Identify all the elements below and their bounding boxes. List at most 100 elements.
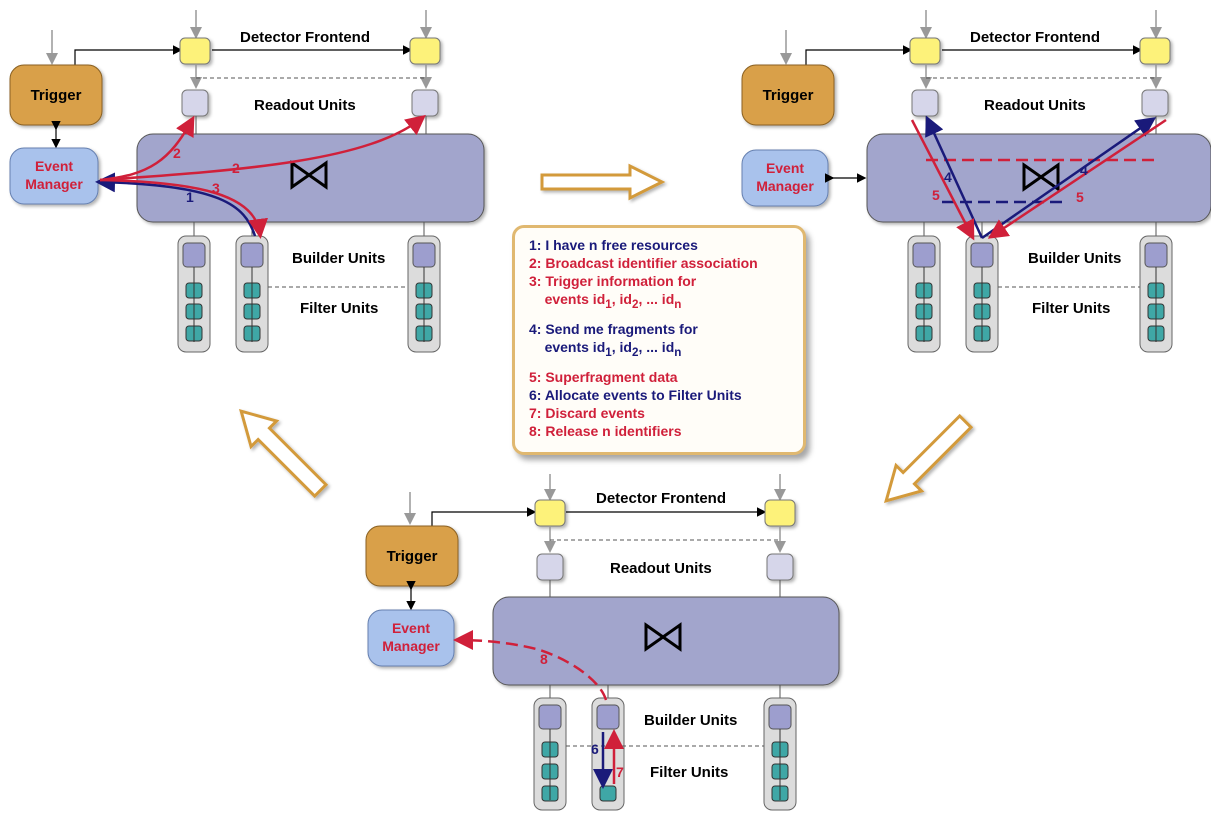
step-label: 8 bbox=[540, 651, 548, 667]
step-label: 3 bbox=[212, 180, 220, 196]
frontend-box bbox=[909, 37, 941, 65]
builder-unit bbox=[240, 242, 264, 268]
legend-subscript: 2 bbox=[631, 297, 639, 311]
frontend-box bbox=[534, 499, 566, 527]
flow-4 bbox=[981, 117, 1157, 240]
step-label: 7 bbox=[616, 764, 624, 780]
frontend-box bbox=[1139, 37, 1171, 65]
legend-item-text: events id bbox=[544, 291, 606, 307]
legend-subscript: n bbox=[674, 345, 682, 359]
legend-item-text: , id bbox=[611, 338, 632, 355]
legend-item-text: , ... id bbox=[638, 338, 675, 355]
builder-filter-column bbox=[1139, 235, 1173, 353]
builder-unit bbox=[596, 704, 620, 730]
flow-5 bbox=[910, 119, 975, 241]
frontend-box bbox=[179, 37, 211, 65]
step-label: 5 bbox=[932, 187, 940, 203]
trigger-box bbox=[741, 64, 835, 126]
filter-unit bbox=[599, 785, 617, 802]
legend-subscript: 2 bbox=[631, 345, 639, 359]
legend-item: 4: Send me fragments for bbox=[529, 320, 698, 337]
builder-unit bbox=[412, 242, 436, 268]
readout-unit bbox=[766, 553, 794, 581]
readout-units-label: Readout Units bbox=[610, 560, 712, 577]
event-manager-label: Event bbox=[766, 160, 804, 176]
trigger-label: Trigger bbox=[387, 548, 438, 565]
step-label: 4 bbox=[1080, 162, 1088, 178]
builder-unit bbox=[182, 242, 206, 268]
builder-unit bbox=[768, 704, 792, 730]
filter-units-label: Filter Units bbox=[300, 300, 378, 317]
flow-5 bbox=[987, 118, 1167, 239]
frontend-box bbox=[764, 499, 796, 527]
readout-unit bbox=[536, 553, 564, 581]
step-label: 4 bbox=[944, 169, 952, 185]
legend-item: 1: I have n free resources bbox=[529, 237, 698, 253]
switch-icon bbox=[644, 622, 682, 652]
flow-8 bbox=[453, 630, 608, 701]
legend-subscript: 1 bbox=[605, 345, 612, 359]
builder-units-label: Builder Units bbox=[292, 250, 385, 267]
transition-arrow-down-left bbox=[883, 413, 974, 504]
trigger-label: Trigger bbox=[763, 87, 814, 104]
readout-units-label: Readout Units bbox=[254, 97, 356, 114]
legend-item: 8: Release n identifiers bbox=[529, 422, 682, 439]
transition-arrow-up-left bbox=[238, 408, 329, 499]
flow-2 bbox=[99, 114, 426, 182]
builder-units-label: Builder Units bbox=[1028, 250, 1121, 267]
switch-network bbox=[492, 596, 840, 686]
switch-icon bbox=[1022, 162, 1060, 192]
builder-filter-column bbox=[591, 697, 625, 811]
legend-item-text: , ... id bbox=[638, 291, 675, 307]
builder-filter-column bbox=[235, 235, 269, 353]
builder-unit bbox=[970, 242, 994, 268]
event-manager-label: Event bbox=[35, 158, 73, 174]
builder-unit bbox=[912, 242, 936, 268]
filter-units-label: Filter Units bbox=[1032, 300, 1110, 317]
step-label: 1 bbox=[186, 189, 194, 205]
readout-units-label: Readout Units bbox=[984, 97, 1086, 114]
filter-units-label: Filter Units bbox=[650, 764, 728, 781]
readout-unit bbox=[1141, 89, 1169, 117]
readout-unit bbox=[181, 89, 209, 117]
step-label: 2 bbox=[173, 145, 181, 161]
event-manager-label: Event bbox=[392, 620, 430, 636]
step-label: 5 bbox=[1076, 189, 1084, 205]
builder-filter-column bbox=[177, 235, 211, 353]
switch-network bbox=[136, 133, 485, 223]
builder-filter-column bbox=[407, 235, 441, 353]
legend-item: events id1, id2, ... idn bbox=[529, 338, 803, 362]
event-manager-label: Manager bbox=[25, 176, 83, 192]
step-label: 6 bbox=[591, 741, 599, 757]
readout-unit bbox=[911, 89, 939, 117]
frontend-box bbox=[409, 37, 441, 65]
legend-item-text: events id bbox=[544, 338, 606, 355]
legend-item: 6: Allocate events to Filter Units bbox=[529, 386, 742, 403]
legend-subscript: n bbox=[674, 297, 682, 311]
transition-arrow-right bbox=[540, 163, 666, 201]
builder-unit bbox=[1144, 242, 1168, 268]
legend-subscript: 1 bbox=[605, 297, 612, 311]
panel-top-left: Detector Frontend Readout Units Trigger … bbox=[9, 10, 485, 353]
builder-filter-column bbox=[763, 697, 797, 811]
legend-item: 7: Discard events bbox=[529, 404, 645, 421]
readout-unit bbox=[411, 89, 439, 117]
builder-filter-column bbox=[533, 697, 567, 811]
detector-frontend-label: Detector Frontend bbox=[596, 490, 726, 507]
legend-item: 3: Trigger information for bbox=[529, 273, 697, 289]
builder-filter-column bbox=[907, 235, 941, 353]
builder-unit bbox=[538, 704, 562, 730]
builder-units-label: Builder Units bbox=[644, 712, 737, 729]
trigger-label: Trigger bbox=[31, 87, 82, 104]
event-manager-label: Manager bbox=[756, 178, 814, 194]
legend-box: 1: I have n free resources 2: Broadcast … bbox=[512, 225, 806, 455]
panel-top-right: Detector Frontend Readout Units Trigger … bbox=[741, 10, 1211, 353]
switch-icon bbox=[290, 160, 328, 190]
step-label: 2 bbox=[232, 160, 240, 176]
panel-bottom-center: Detector Frontend Readout Units Trigger … bbox=[365, 474, 840, 811]
detector-frontend-label: Detector Frontend bbox=[240, 29, 370, 46]
legend-item-text: , id bbox=[611, 291, 632, 307]
event-manager-label: Manager bbox=[382, 638, 440, 654]
legend-item: 2: Broadcast identifier association bbox=[529, 255, 758, 271]
